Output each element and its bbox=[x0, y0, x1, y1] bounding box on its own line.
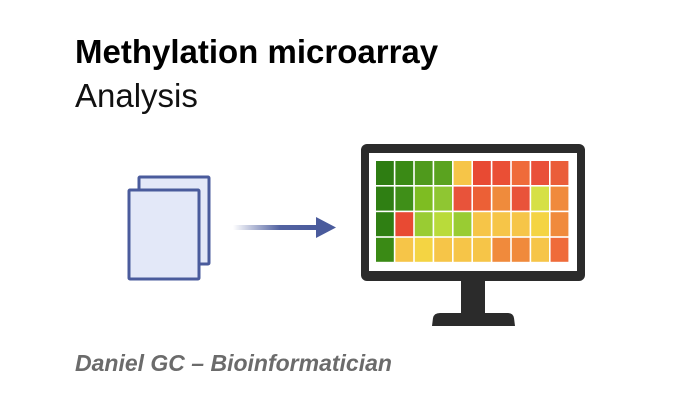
heatmap-cell bbox=[531, 186, 549, 211]
document-front bbox=[127, 188, 201, 281]
heatmap-cell bbox=[376, 161, 394, 185]
heatmap-cell bbox=[492, 161, 511, 185]
heatmap-cell bbox=[511, 186, 530, 211]
heatmap-cell bbox=[434, 186, 452, 211]
monitor-stand bbox=[432, 313, 515, 326]
heatmap-cell bbox=[531, 237, 549, 262]
heatmap-cell bbox=[395, 237, 414, 262]
heatmap-cell bbox=[492, 186, 511, 211]
heatmap-cell bbox=[531, 212, 549, 237]
heatmap-cell bbox=[414, 161, 433, 185]
heatmap-cell bbox=[453, 161, 472, 185]
heatmap-cell bbox=[414, 186, 433, 211]
heatmap-cell bbox=[395, 212, 414, 237]
heatmap-cell bbox=[453, 212, 472, 237]
heatmap-cell bbox=[376, 237, 394, 262]
heatmap-cell bbox=[414, 212, 433, 237]
heatmap-icon bbox=[376, 161, 569, 262]
heatmap-cell bbox=[473, 212, 491, 237]
arrow-head bbox=[316, 217, 336, 238]
heatmap-cell bbox=[376, 212, 394, 237]
heatmap-cell bbox=[453, 237, 472, 262]
arrow-shaft bbox=[233, 225, 318, 230]
heatmap-cell bbox=[511, 161, 530, 185]
page-subtitle: Analysis bbox=[75, 77, 198, 114]
heatmap-cell bbox=[376, 186, 394, 211]
heatmap-cell bbox=[492, 212, 511, 237]
heatmap-cell bbox=[434, 161, 452, 185]
documents-icon bbox=[127, 175, 211, 281]
right-arrow-icon bbox=[233, 217, 336, 238]
heatmap-cell bbox=[434, 212, 452, 237]
monitor-neck bbox=[461, 281, 485, 313]
heatmap-cell bbox=[511, 212, 530, 237]
page-title: Methylation microarray bbox=[75, 33, 439, 70]
author-credit: Daniel GC – Bioinformatician bbox=[75, 350, 392, 376]
heatmap-cell bbox=[473, 237, 491, 262]
heatmap-cell bbox=[434, 237, 452, 262]
heatmap-cell bbox=[550, 212, 569, 237]
heatmap-cell bbox=[531, 161, 549, 185]
heatmap-cell bbox=[414, 237, 433, 262]
heatmap-cell bbox=[453, 186, 472, 211]
heatmap-cell bbox=[473, 161, 491, 185]
heatmap-cell bbox=[550, 186, 569, 211]
heatmap-cell bbox=[395, 186, 414, 211]
heatmap-cell bbox=[395, 161, 414, 185]
heatmap-cell bbox=[550, 237, 569, 262]
monitor-icon bbox=[361, 144, 585, 326]
heatmap-cell bbox=[473, 186, 491, 211]
heatmap-cell bbox=[492, 237, 511, 262]
heatmap-cell bbox=[550, 161, 569, 185]
heatmap-cell bbox=[511, 237, 530, 262]
